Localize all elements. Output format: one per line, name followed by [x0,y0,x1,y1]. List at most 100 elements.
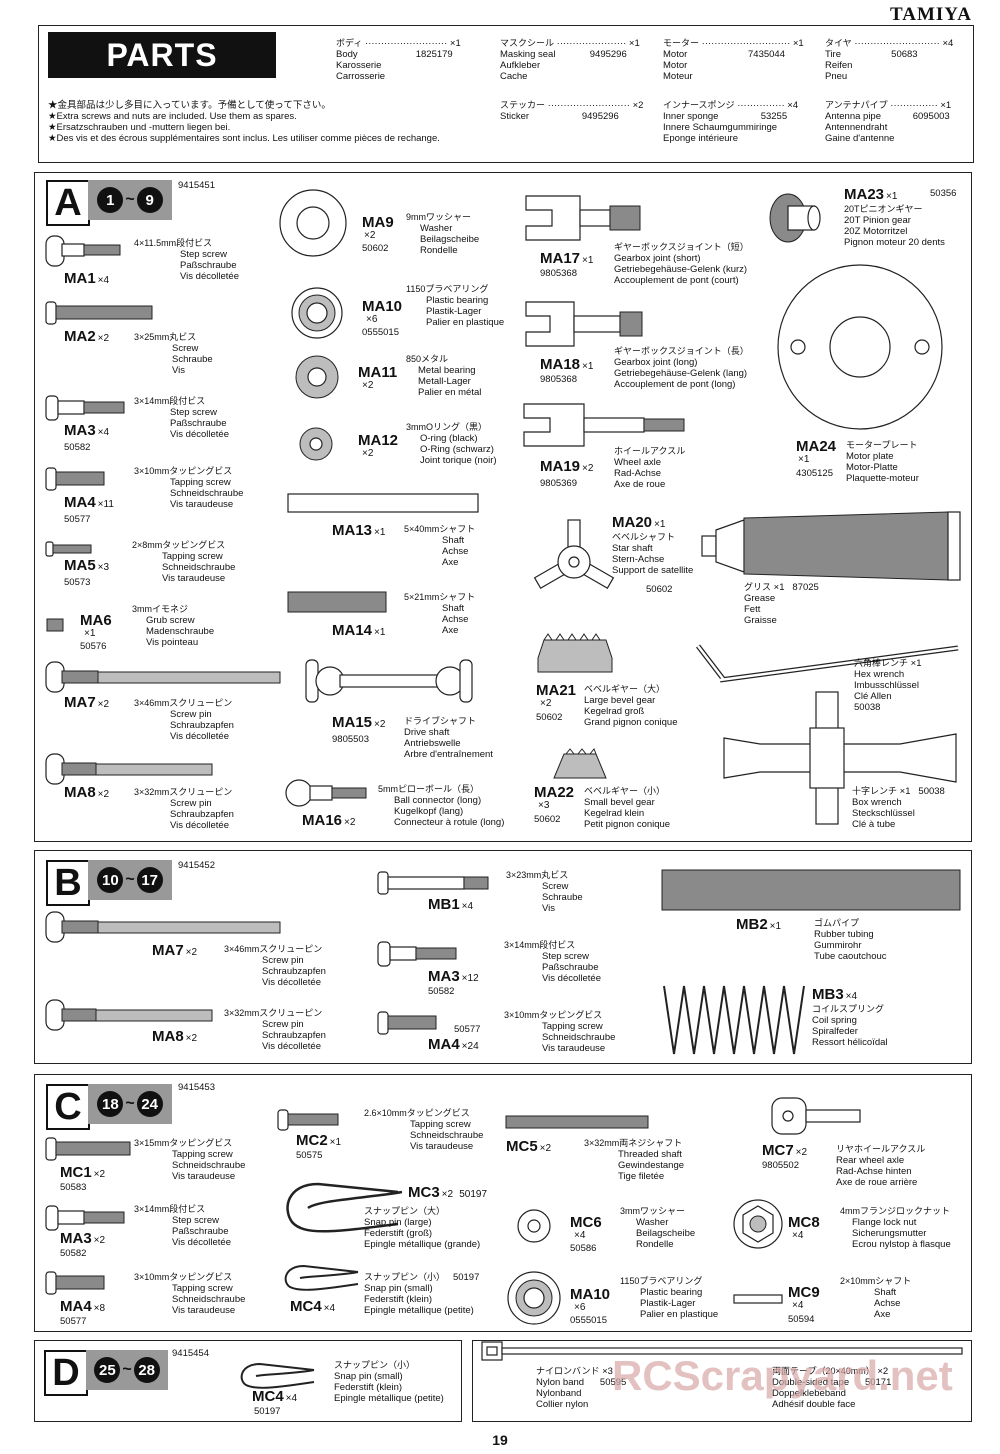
motor-plate-icon [777,264,943,430]
parts-header-box [38,25,974,163]
page-number: 19 [492,1432,508,1448]
snap-pin-small-icon [284,1264,359,1291]
mc9-code: 50594 [788,1314,815,1325]
ma12-qty: ×2 [362,448,374,459]
ma16-desc: 5mmピローボール（長）Ball connector (long)Kugelko… [378,784,505,828]
ma15-code: 9805503 [332,734,369,745]
ma19-label: MA19×2 [540,458,594,475]
ma23-code: 50356 [930,188,957,199]
step-screw-icon [45,1205,125,1231]
ma6-label: MA6 [80,612,112,629]
mc6-qty: ×4 [574,1230,586,1241]
box-wrench-icon [723,691,957,825]
ma2-label: MA2×2 [64,328,110,345]
mc8-label: MC8 [788,1214,820,1231]
wheel-axle-icon [523,403,685,447]
hex-wrench-icon [696,644,959,683]
ball-connector-icon [285,779,367,807]
ma18-label: MA18×1 [540,356,594,373]
md-mc4-desc: スナップピン（小）Snap pin (small)Federstift (kle… [334,1360,444,1404]
bag-b-letter: B [46,860,90,906]
mc1-code: 50583 [60,1182,87,1193]
mc6-label: MC6 [570,1214,602,1231]
mc3-label: MC3×2 50197 [408,1184,488,1201]
ma4-code: 50577 [64,514,91,525]
ma21-code: 50602 [536,712,563,723]
mb-ma4-code: 50577 [454,1024,481,1035]
mb-ma3-label: MA3×12 [428,968,479,985]
tapping-screw-icon [45,1271,105,1295]
round-screw-icon [45,301,153,325]
mc8-qty: ×4 [792,1230,804,1241]
mc-ma10-label: MA10 [570,1286,611,1303]
bag-c-steps: 18~24 [88,1084,172,1124]
ma13-label: MA13×1 [332,522,386,539]
ma9-label: MA9 [362,214,394,231]
mb-ma7-label: MA7×2 [152,942,198,959]
screw-pin-icon [45,661,281,693]
bag-d-steps: 25~28 [86,1350,168,1390]
snap-pin-small-icon [240,1362,315,1389]
star-shaft-icon [533,519,615,590]
ma24-code: 4305125 [796,468,833,479]
bag-d-code: 9415454 [172,1348,209,1359]
bag-c-box [34,1074,972,1332]
ma19-code: 9805369 [540,478,577,489]
ma9-qty: ×2 [364,230,376,241]
ma5-code: 50573 [64,577,91,588]
washer-icon [517,1209,551,1243]
mb-ma3-code: 50582 [428,986,455,997]
mc5-label: MC5×2 [506,1138,552,1155]
step-screw-icon [45,235,121,267]
ma3-label: MA3×4 [64,422,110,439]
ma17-code: 9805368 [540,268,577,279]
shaft-icon [287,591,387,613]
ma20-code: 50602 [646,584,673,595]
ma22-code: 50602 [534,814,561,825]
watermark: RCScrapyard.net [612,1352,953,1399]
mc2-label: MC2×1 [296,1132,342,1149]
ma11-label: MA11 [358,364,398,381]
large-bevel-gear-icon [537,633,613,673]
mb1-label: MB1×4 [428,896,474,913]
ma18-code: 9805368 [540,374,577,385]
tapping-screw-icon [45,541,92,557]
ma24-qty: ×1 [798,454,810,465]
ma15-label: MA15×2 [332,714,386,731]
screw-pin-icon [45,911,281,943]
ma20-label: MA20×1 [612,514,666,531]
ma14-label: MA14×1 [332,622,386,639]
mb-ma4-label: MA4×24 [428,1036,479,1053]
grub-screw-icon [46,618,64,632]
mb-ma8-label: MA8×2 [152,1028,198,1045]
small-bevel-gear-icon [553,748,607,779]
extras-box [472,1340,972,1422]
mc2-code: 50575 [296,1150,323,1161]
mc-ma3-code: 50582 [60,1248,87,1259]
flange-lock-nut-icon [733,1199,783,1249]
header-item-sticker: ステッカー ·························· ×2 Stic… [500,100,644,122]
screw-pin-icon [45,999,213,1031]
ma8-label: MA8×2 [64,784,110,801]
ma23-label: MA23×1 [844,186,898,203]
bag-b-box [34,850,972,1064]
